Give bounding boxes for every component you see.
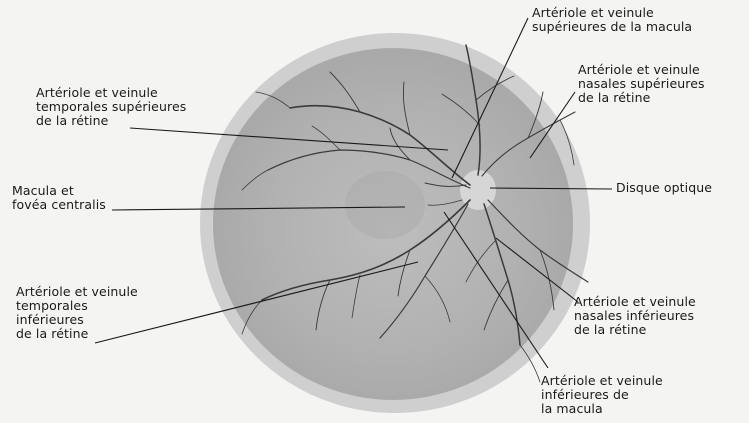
label-nasal-superior: Artériole et veinule nasales supérieures… (578, 63, 705, 105)
label-macula-fovea: Macula et fovéa centralis (12, 184, 106, 212)
label-optic-disc: Disque optique (616, 181, 712, 195)
label-superior-macula: Artériole et veinule supérieures de la m… (532, 6, 692, 34)
macula-zone (345, 171, 425, 239)
label-temporal-superior: Artériole et veinule temporales supérieu… (36, 86, 186, 128)
label-nasal-inferior: Artériole et veinule nasales inférieures… (574, 295, 696, 337)
label-temporal-inferior: Artériole et veinule temporales inférieu… (16, 285, 138, 341)
label-inferior-macula: Artériole et veinule inférieures de la m… (541, 374, 663, 416)
